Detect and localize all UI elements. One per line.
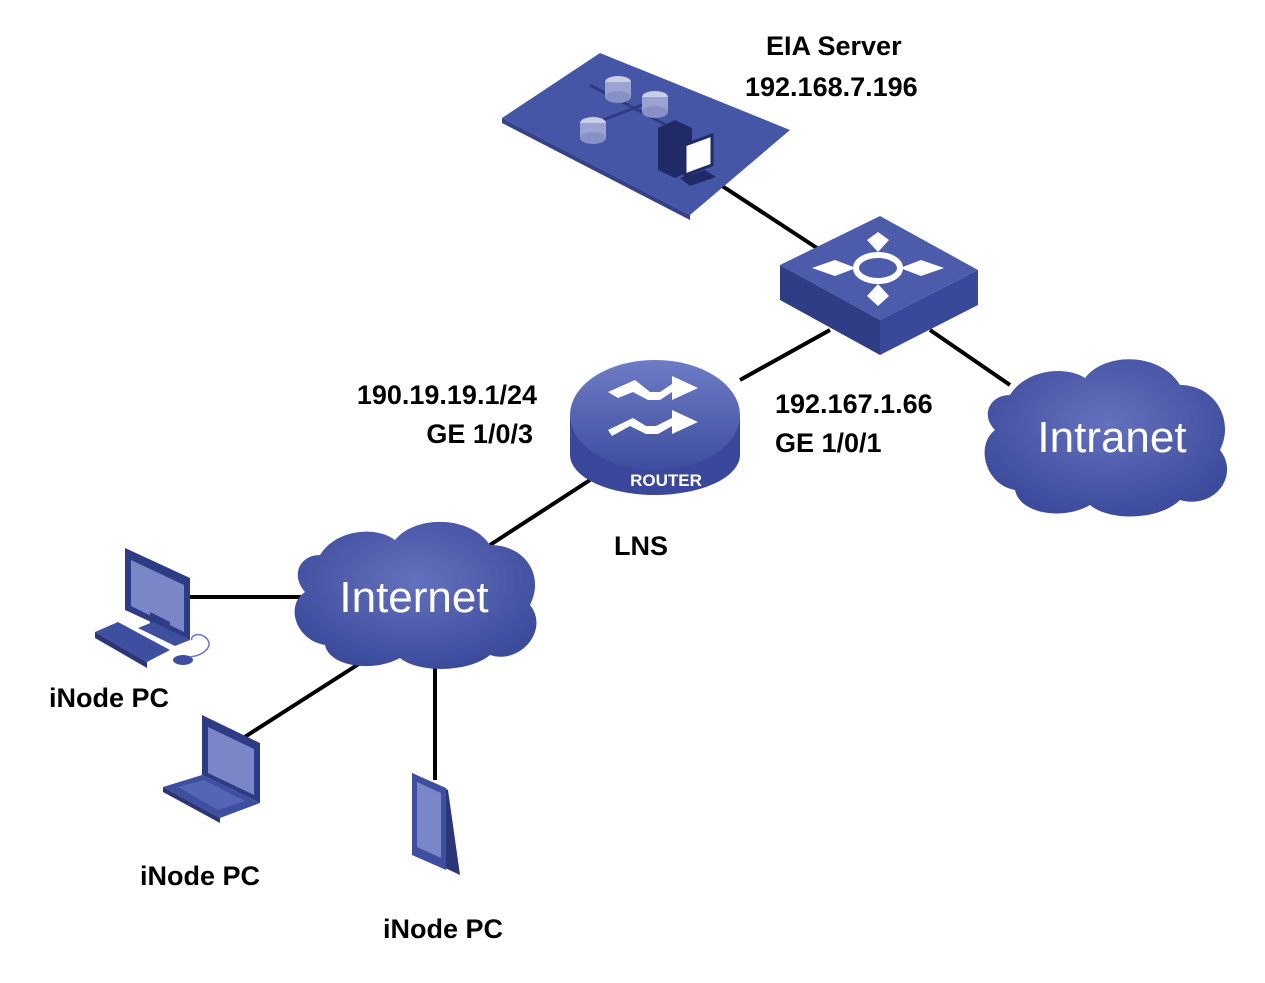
client-label-tablet: iNode PC [383, 914, 503, 944]
router-arrows-icon [608, 376, 698, 436]
laptop-icon[interactable] [163, 715, 260, 823]
database-icon [605, 76, 631, 103]
router-right-port: GE 1/0/1 [775, 428, 882, 458]
switch-arrows-icon [812, 232, 944, 306]
server-ip: 192.168.7.196 [745, 72, 918, 102]
internet-cloud-icon[interactable]: Internet [294, 521, 537, 669]
internet-label: Internet [339, 573, 488, 622]
link-internet-laptop [238, 658, 367, 742]
router-right-ip: 192.167.1.66 [775, 389, 933, 419]
router-icon[interactable]: ROUTER [570, 360, 740, 495]
desktop-pc-icon[interactable] [95, 548, 210, 668]
router-left-port: GE 1/0/3 [426, 419, 533, 449]
database-icon [642, 91, 668, 118]
server-workstation-icon [658, 120, 716, 186]
router-badge: ROUTER [630, 471, 702, 490]
tablet-icon[interactable] [412, 773, 460, 875]
link-router-internet [488, 478, 592, 547]
router-name: LNS [614, 531, 668, 561]
switch-icon[interactable] [780, 216, 978, 355]
link-switch-intranet [928, 328, 1012, 387]
link-switch-router [739, 328, 831, 382]
client-label-desktop: iNode PC [49, 683, 169, 713]
router-left-ip: 190.19.19.1/24 [357, 380, 537, 410]
link-server-switch [708, 176, 822, 252]
client-label-laptop: iNode PC [140, 861, 260, 891]
server-name: EIA Server [766, 31, 902, 61]
eia-server-icon[interactable] [502, 53, 790, 220]
database-icon [580, 117, 606, 144]
intranet-label: Intranet [1037, 413, 1186, 462]
links [190, 176, 1012, 780]
intranet-cloud-icon[interactable]: Intranet [984, 359, 1228, 517]
